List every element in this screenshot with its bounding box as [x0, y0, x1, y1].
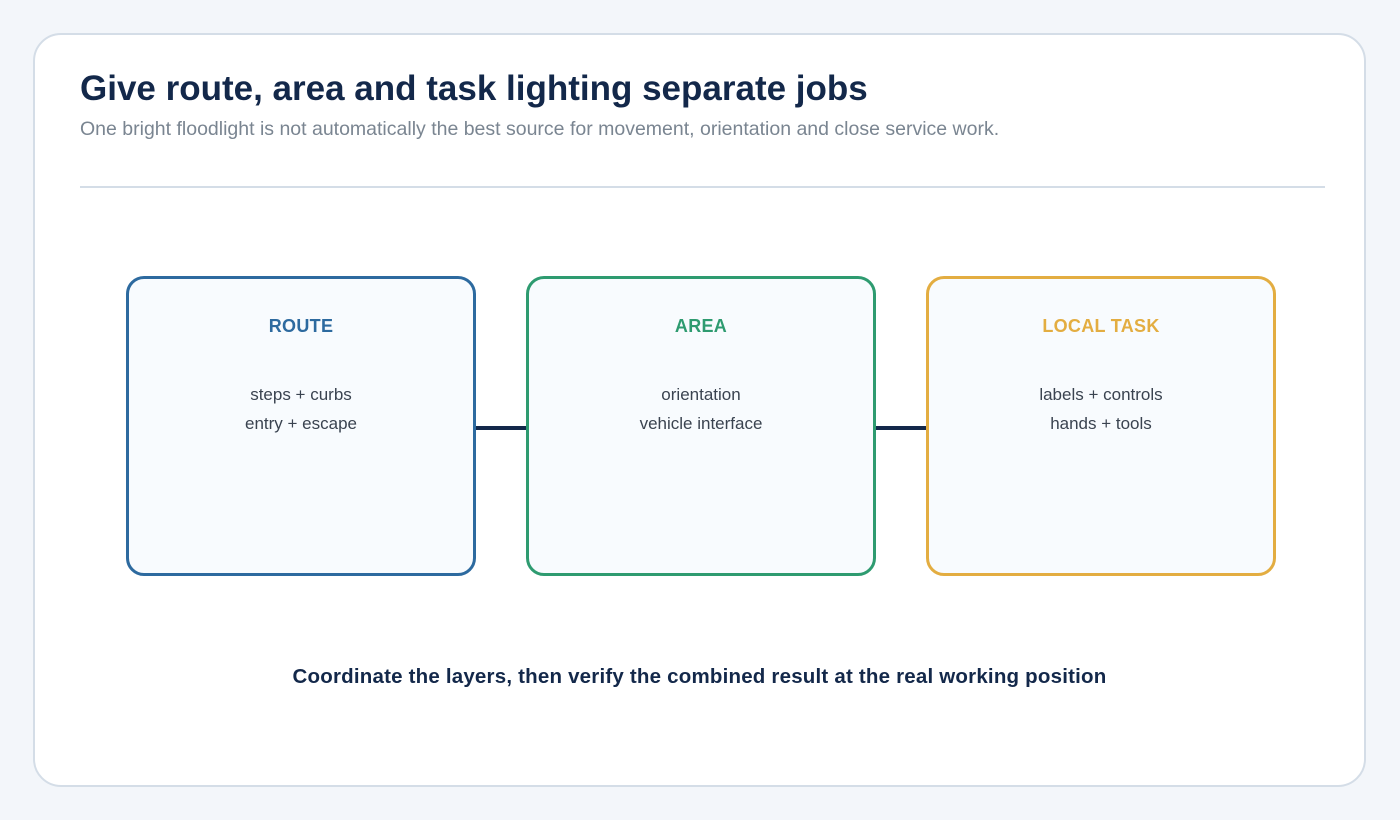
- header-divider: [80, 186, 1325, 188]
- route-box-title: ROUTE: [268, 316, 334, 336]
- area-box-title: AREA: [674, 316, 728, 336]
- connector-route-area: [475, 426, 529, 430]
- route-box: ROUTE steps + curbs entry + escape: [126, 276, 476, 576]
- route-box-line-2: entry + escape: [245, 414, 357, 433]
- local-task-box: LOCAL TASK labels + controls hands + too…: [926, 276, 1276, 576]
- content-card: Give route, area and task lighting separ…: [33, 33, 1366, 787]
- page-subtitle: One bright floodlight is not automatical…: [80, 118, 1000, 140]
- route-box-line-1: steps + curbs: [250, 385, 352, 404]
- connector-area-task: [875, 426, 929, 430]
- area-box-line-2: vehicle interface: [639, 414, 763, 433]
- local-task-box-line-2: hands + tools: [1050, 414, 1152, 433]
- local-task-box-line-1: labels + controls: [1039, 385, 1163, 404]
- page-title: Give route, area and task lighting separ…: [80, 69, 868, 108]
- area-box: AREA orientation vehicle interface: [526, 276, 876, 576]
- footer-note: Coordinate the layers, then verify the c…: [292, 665, 1107, 688]
- local-task-box-title: LOCAL TASK: [1042, 316, 1160, 336]
- area-box-line-1: orientation: [661, 385, 741, 404]
